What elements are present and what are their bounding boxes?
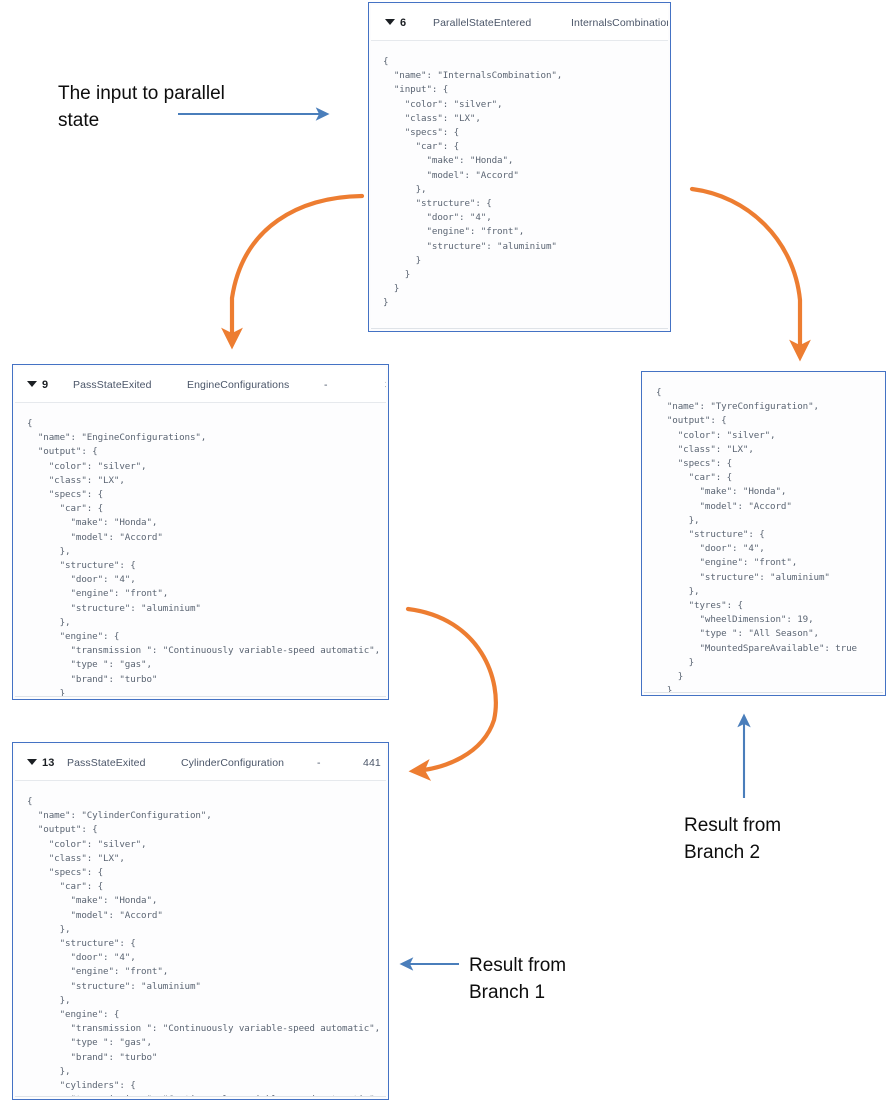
panel-event-type: ParallelStateEntered [433, 16, 532, 29]
row-index-label: 13 [42, 756, 55, 769]
arrow-parallel-to-tyre [689, 186, 811, 362]
arrow-parallel-to-engine [221, 193, 365, 350]
panel-row-index[interactable]: 9 [27, 379, 48, 391]
panel-inner: 6 ParallelStateEntered InternalsCombinat… [371, 5, 668, 329]
row-index-label: 9 [42, 378, 49, 391]
panel-header-row[interactable]: 6 ParallelStateEntered InternalsCombinat… [371, 5, 668, 41]
panel-inner: 13 PassStateExited CylinderConfiguration… [15, 745, 386, 1097]
panel-header-row[interactable]: 9 PassStateExited EngineConfigurations -… [15, 367, 386, 403]
panel-json-body: { "name": "CylinderConfiguration", "outp… [15, 781, 386, 1096]
chevron-down-icon[interactable] [27, 758, 37, 765]
panel-resource-name: CylinderConfiguration [181, 756, 285, 769]
json-content: { "name": "TyreConfiguration", "output":… [656, 387, 857, 692]
event-panel-cylinder-configuration[interactable]: 13 PassStateExited CylinderConfiguration… [12, 742, 389, 1100]
panel-inner: { "name": "TyreConfiguration", "output":… [644, 374, 883, 693]
panel-json-body: { "name": "EngineConfigurations", "outpu… [15, 403, 386, 696]
chevron-down-icon[interactable] [27, 380, 37, 387]
row-index-label: 6 [400, 16, 407, 29]
annotation-input-to-parallel: The input to parallel state [58, 83, 225, 131]
panel-inner: 9 PassStateExited EngineConfigurations -… [15, 367, 386, 697]
panel-col5: 441 [363, 756, 381, 769]
panel-col4: - [317, 756, 321, 769]
panel-header-row[interactable]: 13 PassStateExited CylinderConfiguration… [15, 745, 386, 781]
panel-col5: 3 [385, 379, 386, 391]
json-content: { "name": "InternalsCombination", "input… [383, 56, 563, 309]
panel-event-type: PassStateExited [73, 378, 152, 391]
panel-resource-name: EngineConfigurations [187, 378, 290, 391]
annotation-result-from-branch-1: Result from Branch 1 [469, 955, 567, 1003]
panel-resource-name: InternalsCombination [571, 16, 668, 29]
annotation-result-from-branch-2: Result from Branch 2 [684, 815, 782, 863]
event-panel-parallel-state-entered[interactable]: 6 ParallelStateEntered InternalsCombinat… [368, 2, 671, 332]
json-content: { "name": "EngineConfigurations", "outpu… [27, 418, 381, 696]
event-panel-tyre-configuration[interactable]: { "name": "TyreConfiguration", "output":… [641, 371, 886, 696]
event-panel-engine-configurations[interactable]: 9 PassStateExited EngineConfigurations -… [12, 364, 389, 700]
panel-json-body: { "name": "TyreConfiguration", "output":… [644, 374, 883, 692]
panel-event-type: PassStateExited [67, 756, 146, 769]
panel-row-index[interactable]: 6 [385, 17, 406, 29]
panel-col4: - [324, 378, 328, 391]
arrow-engine-to-cylinder [405, 606, 498, 781]
json-content: { "name": "CylinderConfiguration", "outp… [27, 796, 381, 1096]
panel-row-index[interactable]: 13 [27, 757, 54, 769]
chevron-down-icon[interactable] [385, 18, 395, 25]
panel-json-body: { "name": "InternalsCombination", "input… [371, 41, 668, 328]
